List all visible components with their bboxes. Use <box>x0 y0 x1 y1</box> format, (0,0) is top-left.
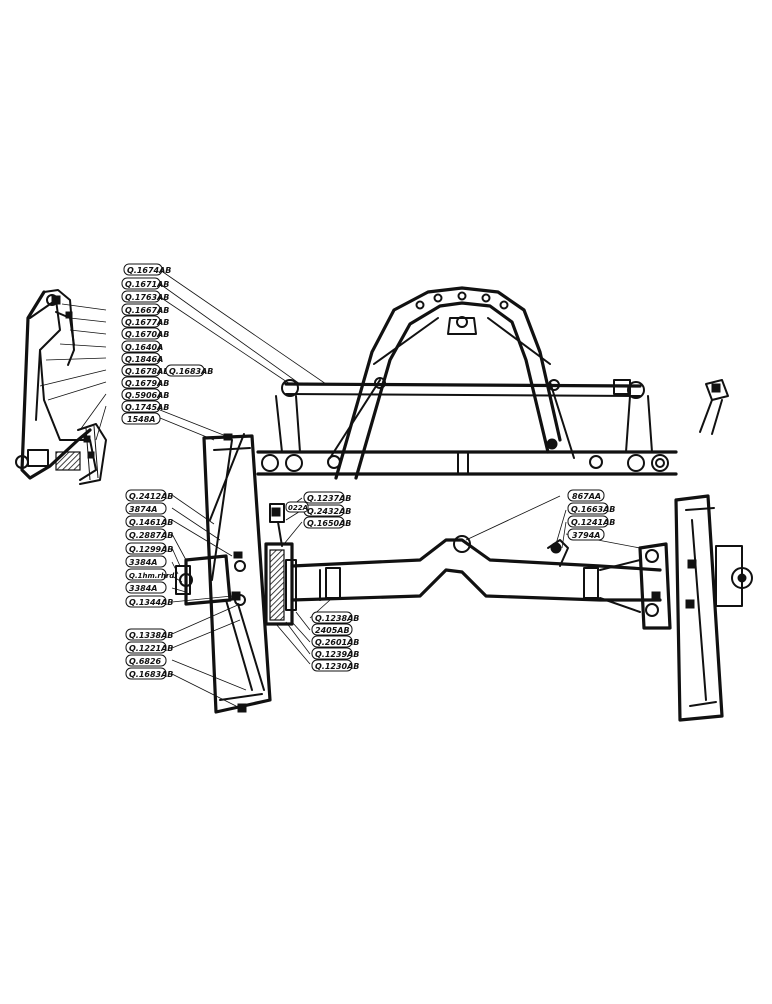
part-label: Q.1239AB <box>311 647 359 660</box>
svg-text:Q.1237AB: Q.1237AB <box>307 494 351 503</box>
right-wheel-assembly <box>674 494 753 722</box>
svg-text:3384A: 3384A <box>129 558 157 567</box>
part-label: Q.2432AB <box>303 504 351 517</box>
label-tags: Q.1674AB Q.1671AB Q.1763AB Q.1667AB Q.16… <box>121 263 615 680</box>
svg-text:Q.1678AB: Q.1678AB <box>125 367 169 376</box>
svg-text:Q.1241AB: Q.1241AB <box>571 518 615 527</box>
part-label: 2405AB <box>311 623 353 636</box>
svg-text:1548A: 1548A <box>127 415 155 424</box>
part-label: Q.1678AB <box>121 364 169 377</box>
part-label: 3384A <box>125 555 167 568</box>
svg-text:Q.2432AB: Q.2432AB <box>307 507 351 516</box>
svg-text:Q.1239AB: Q.1239AB <box>315 650 359 659</box>
part-label: Q.1683AB <box>125 667 173 680</box>
svg-text:Q.1650AB: Q.1650AB <box>307 519 351 528</box>
part-label: Q.1238AB <box>311 611 359 624</box>
steering-arm-assembly <box>15 289 107 485</box>
svg-text:Q.1hm.rhrd: Q.1hm.rhrd <box>129 572 175 580</box>
svg-text:Q.1299AB: Q.1299AB <box>129 545 173 554</box>
part-label: Q.1344AB <box>125 595 173 608</box>
part-label: Q.1667AB <box>121 303 169 316</box>
part-label: 867AA <box>567 489 605 502</box>
svg-text:2405AB: 2405AB <box>315 626 350 635</box>
svg-text:Q.2412AB: Q.2412AB <box>129 492 173 501</box>
svg-text:Q.1763AB: Q.1763AB <box>125 293 169 302</box>
part-label: Q.1745AB <box>121 400 169 413</box>
part-label: Q.1299AB <box>125 542 173 555</box>
svg-text:3874A: 3874A <box>129 505 157 514</box>
part-label: Q.2601AB <box>311 635 359 648</box>
part-label: Q.1hm.rhrd <box>125 568 175 581</box>
center-fitting <box>269 503 285 547</box>
part-label: 3874A <box>125 502 167 515</box>
svg-text:Q.1683AB: Q.1683AB <box>129 670 173 679</box>
part-label: Q.1674AB <box>123 263 171 276</box>
svg-text:Q.1230AB: Q.1230AB <box>315 662 359 671</box>
detached-fitting <box>699 379 729 435</box>
part-label: 1548A <box>121 412 161 425</box>
svg-text:Q.1679AB: Q.1679AB <box>125 379 169 388</box>
svg-text:Q.1238AB: Q.1238AB <box>315 614 359 623</box>
svg-text:Q.1221AB: Q.1221AB <box>129 644 173 653</box>
part-label: Q.1650AB <box>303 516 351 529</box>
svg-text:Q.1846A: Q.1846A <box>125 355 163 364</box>
svg-text:Q.1674AB: Q.1674AB <box>127 266 171 275</box>
svg-text:Q.2601AB: Q.2601AB <box>315 638 359 647</box>
part-label: Q.1683AB <box>165 364 213 377</box>
part-label: Q.1230AB <box>311 659 359 672</box>
part-label: Q.1241AB <box>567 515 615 528</box>
svg-text:Q.1338AB: Q.1338AB <box>129 631 173 640</box>
svg-text:3794A: 3794A <box>572 531 600 540</box>
svg-text:Q.6826: Q.6826 <box>129 657 162 666</box>
svg-text:Q.1671AB: Q.1671AB <box>125 280 169 289</box>
tie-rod-arch-assembly <box>256 286 678 480</box>
part-label: Q.1671AB <box>121 277 169 290</box>
part-label: Q.1461AB <box>125 515 173 528</box>
svg-text:Q.1461AB: Q.1461AB <box>129 518 173 527</box>
part-label: Q.1677AB <box>121 315 169 328</box>
part-label: Q.1679AB <box>121 376 169 389</box>
svg-text:Q.1683AB: Q.1683AB <box>169 367 213 376</box>
svg-text:Q.1663AB: Q.1663AB <box>571 505 615 514</box>
part-label: Q.1640A <box>121 340 163 353</box>
svg-text:Q.5906AB: Q.5906AB <box>125 391 169 400</box>
svg-text:Q.1344AB: Q.1344AB <box>129 598 173 607</box>
part-label: Q.6826 <box>125 654 167 667</box>
part-label: Q.1763AB <box>121 290 169 303</box>
part-label: Q.1846A <box>121 352 163 365</box>
part-label: Q.2412AB <box>125 489 173 502</box>
part-label: 3384A <box>125 581 167 594</box>
part-label: Q.2887AB <box>125 528 173 541</box>
part-label: 022A <box>285 501 309 513</box>
svg-text:Q.1667AB: Q.1667AB <box>125 306 169 315</box>
axle-beam <box>290 535 672 630</box>
part-label: Q.5906AB <box>121 388 169 401</box>
svg-text:867AA: 867AA <box>572 492 601 501</box>
part-label: Q.1338AB <box>125 628 173 641</box>
part-label: Q.1237AB <box>303 491 351 504</box>
part-label: 3794A <box>567 528 605 541</box>
svg-text:Q.1677AB: Q.1677AB <box>125 318 169 327</box>
svg-text:Q.1745AB: Q.1745AB <box>125 403 169 412</box>
left-wheel-assembly <box>175 433 297 714</box>
svg-text:022A: 022A <box>288 504 308 512</box>
part-label: Q.1670AB <box>121 327 169 340</box>
part-label: Q.1663AB <box>567 502 615 515</box>
svg-text:Q.1670AB: Q.1670AB <box>125 330 169 339</box>
svg-text:3384A: 3384A <box>129 584 157 593</box>
part-label: Q.1221AB <box>125 641 173 654</box>
svg-text:Q.1640A: Q.1640A <box>125 343 163 352</box>
svg-text:Q.2887AB: Q.2887AB <box>129 531 173 540</box>
